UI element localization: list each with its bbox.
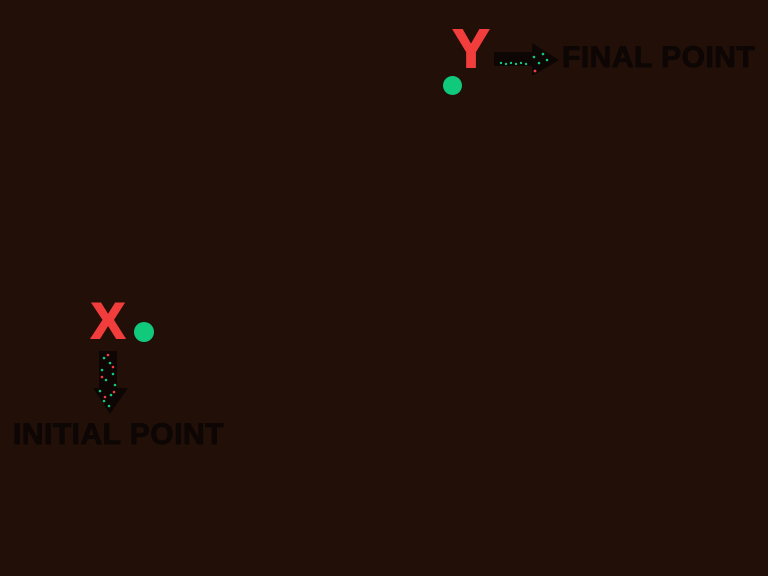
initial-point-label: INITIAL POINT [13,418,224,451]
initial-point-marker-letter: X [90,292,125,349]
final-point-marker-letter: Y [452,19,490,79]
right-arrow-icon [494,43,559,76]
final-point-dot [443,76,462,95]
down-arrow-icon [93,351,128,414]
initial-point-dot [134,322,154,342]
final-point-label: FINAL POINT [561,41,756,74]
